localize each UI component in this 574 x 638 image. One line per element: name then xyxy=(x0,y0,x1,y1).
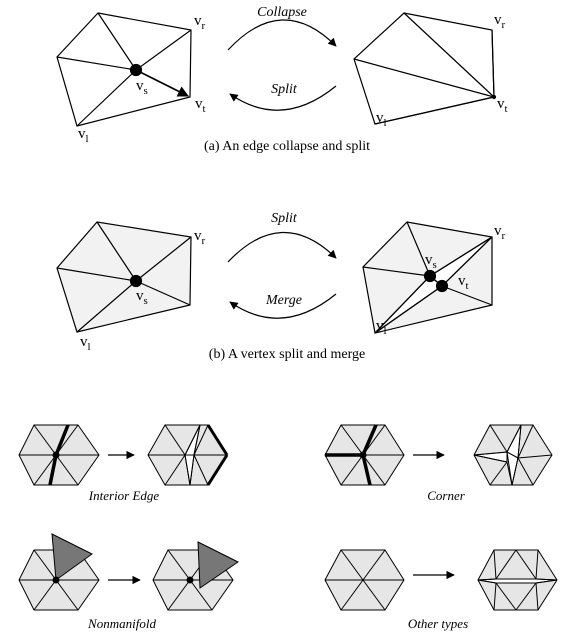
label-other-types: Other types xyxy=(408,616,468,631)
merge-label: Merge xyxy=(265,293,302,308)
label-corner: Corner xyxy=(427,488,466,503)
label-vr-b-left: vr xyxy=(194,228,206,247)
panel-b-mesh-after xyxy=(362,221,493,334)
label-vl-right: vl xyxy=(376,110,387,129)
split-arrow xyxy=(229,85,337,111)
label-vl-b-left: vl xyxy=(80,334,91,353)
type-corner-after xyxy=(473,424,553,486)
vertex-vs-dot-b xyxy=(129,274,143,288)
label-nonmanifold: Nonmanifold xyxy=(87,616,156,631)
label-vr-left: vr xyxy=(194,13,206,32)
collapse-arrow xyxy=(227,19,337,51)
type-other-before xyxy=(324,549,405,611)
split-label-b: Split xyxy=(271,211,298,226)
panel-b-mesh-before xyxy=(56,221,192,333)
label-vt-b-right: vt xyxy=(458,273,469,292)
label-vr-b-right: vr xyxy=(494,223,506,242)
panel-a-mesh-before xyxy=(56,12,192,127)
label-vl-b-right: vl xyxy=(376,318,387,337)
merge-arrow xyxy=(229,293,337,319)
vertex-vs-dot xyxy=(129,63,143,77)
type-nonmanifold-before xyxy=(18,533,100,611)
type-interior-edge-after xyxy=(147,424,229,486)
label-interior-edge: Interior Edge xyxy=(88,488,160,503)
panel-a xyxy=(56,12,497,127)
panel-b xyxy=(56,221,493,334)
type-corner-before xyxy=(324,424,405,486)
type-interior-edge-before xyxy=(18,424,100,486)
type-nonmanifold-after xyxy=(152,541,239,611)
split-arrow-b xyxy=(227,231,337,263)
label-vt-left: vt xyxy=(195,96,206,115)
label-vl-left: vl xyxy=(78,126,89,145)
label-vs-left: vs xyxy=(136,78,148,97)
label-vr-right: vr xyxy=(494,12,506,31)
collapse-label: Collapse xyxy=(257,5,307,20)
type-other-after xyxy=(477,549,558,611)
label-vs-b-right: vs xyxy=(425,252,437,271)
collapse-edge-arrow xyxy=(135,69,190,97)
label-vs-b-left: vs xyxy=(136,288,148,307)
caption-a: (a) An edge collapse and split xyxy=(204,139,370,154)
caption-b: (b) A vertex split and merge xyxy=(209,347,365,362)
panel-b-labels: Split Merge vr vs vl vr vs vt vl (b) A v… xyxy=(80,211,506,362)
split-label: Split xyxy=(271,82,298,97)
panel-a-labels: Collapse Split vr vs vt vl vr vt vl (a) … xyxy=(78,5,508,154)
label-vt-right: vt xyxy=(497,96,508,115)
panel-a-mesh-after xyxy=(353,12,497,125)
